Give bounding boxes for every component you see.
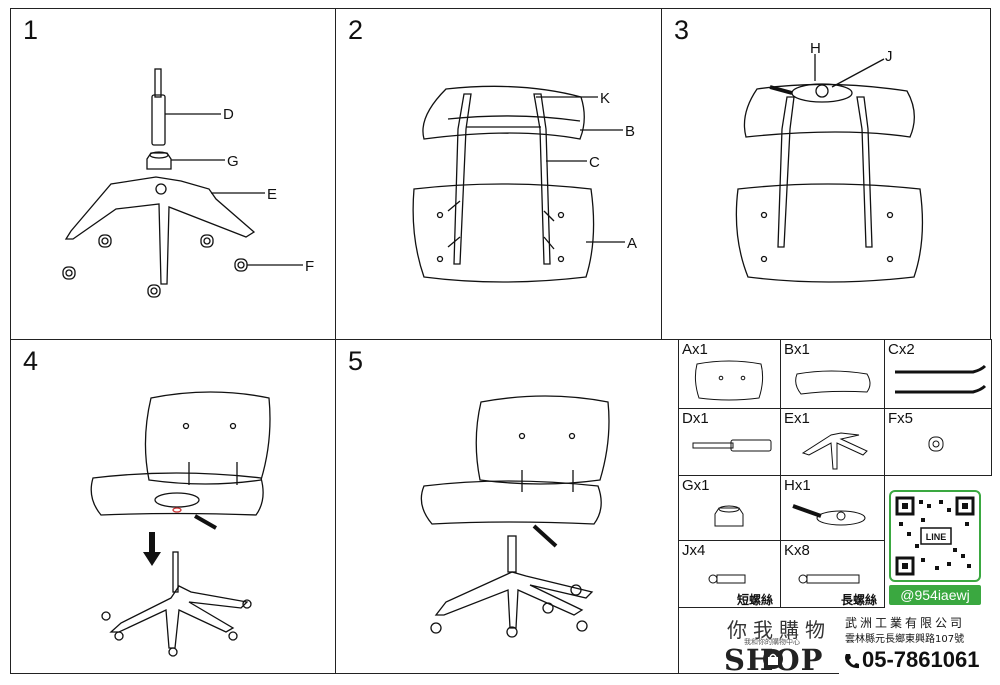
cover-part-icon: [714, 505, 744, 527]
part-h-cell: Hx1: [780, 475, 885, 541]
part-label: Hx1: [784, 477, 811, 494]
callout-b: B: [625, 123, 635, 140]
step-2-panel: 2 K B C A: [335, 8, 662, 340]
step-number: 3: [674, 15, 690, 45]
seat-frame-illustration: K B C A: [412, 85, 637, 283]
part-label: Ex1: [784, 410, 810, 427]
phone-number[interactable]: 05-7861061: [862, 647, 980, 672]
backrest-part-icon: [694, 360, 764, 401]
shop-title: 你我購物: [727, 618, 831, 642]
part-f-cell: Fx5: [884, 408, 992, 476]
finished-chair-illustration: [420, 395, 610, 638]
step-number: 2: [348, 15, 364, 45]
line-badge: LINE: [926, 532, 947, 542]
phone-icon: [845, 654, 859, 669]
callout-c: C: [589, 154, 600, 171]
callout-e: E: [267, 186, 277, 203]
part-e-cell: Ex1: [780, 408, 885, 476]
callout-k: K: [600, 90, 610, 107]
line-qr-code[interactable]: LINE: [889, 490, 981, 582]
part-label: Gx1: [682, 477, 710, 494]
down-arrow-icon: [143, 532, 161, 566]
callout-g: G: [227, 153, 239, 170]
mechanism-illustration: H J: [735, 40, 924, 283]
part-a-cell: Ax1: [678, 339, 781, 409]
shop-logo-cell: [678, 607, 839, 674]
part-g-cell: Gx1: [678, 475, 781, 541]
callout-h: H: [810, 40, 821, 57]
part-label: Bx1: [784, 341, 810, 358]
part-j-cell: Jx4 短螺絲: [678, 540, 781, 608]
part-label: Fx5: [888, 410, 914, 427]
base-assembly-illustration: D G E F: [62, 68, 314, 298]
part-label: Ax1: [682, 341, 708, 358]
frame-part-icon: [895, 364, 987, 394]
seat-to-base-illustration: [90, 391, 271, 657]
part-d-cell: Dx1: [678, 408, 781, 476]
callout-j: J: [885, 48, 893, 65]
caster-part-icon: [928, 436, 944, 452]
shop-subtitle: 我和你的購物中心: [744, 638, 800, 646]
part-label: Cx2: [888, 341, 915, 358]
part-c-cell: Cx2: [884, 339, 992, 409]
callout-d: D: [223, 106, 234, 123]
step-5-panel: 5: [335, 339, 679, 674]
step-3-panel: 3 H J: [661, 8, 991, 340]
company-name: 武洲工業有限公司: [845, 616, 966, 630]
company-phone[interactable]: 05-7861061: [862, 647, 979, 673]
short-screw-icon: [708, 574, 746, 584]
step-4-panel: 4: [10, 339, 336, 674]
seat-part-icon: [795, 370, 871, 395]
long-screw-icon: [798, 574, 860, 584]
callout-a: A: [627, 235, 637, 252]
line-id-badge[interactable]: @954iaewj: [889, 585, 981, 605]
base-part-icon: [801, 432, 868, 470]
part-label: Kx8: [784, 542, 810, 559]
step-number: 1: [23, 15, 39, 45]
part-k-cell: Kx8 長螺絲: [780, 540, 885, 608]
long-screw-caption: 長螺絲: [841, 593, 878, 607]
callout-f: F: [305, 258, 314, 275]
company-address: 雲林縣元長鄉東興路107號: [845, 634, 965, 645]
qr-pattern: LINE: [895, 496, 975, 576]
part-label: Dx1: [682, 410, 709, 427]
step-number: 5: [348, 346, 364, 376]
gas-lift-part-icon: [692, 439, 772, 452]
part-b-cell: Bx1: [780, 339, 885, 409]
gift-bag-icon: [763, 649, 783, 669]
part-label: Jx4: [682, 542, 706, 559]
mechanism-part-icon: [792, 504, 866, 526]
short-screw-caption: 短螺絲: [737, 593, 774, 607]
step-number: 4: [23, 346, 39, 376]
step-1-panel: 1 D G E F: [10, 8, 336, 340]
